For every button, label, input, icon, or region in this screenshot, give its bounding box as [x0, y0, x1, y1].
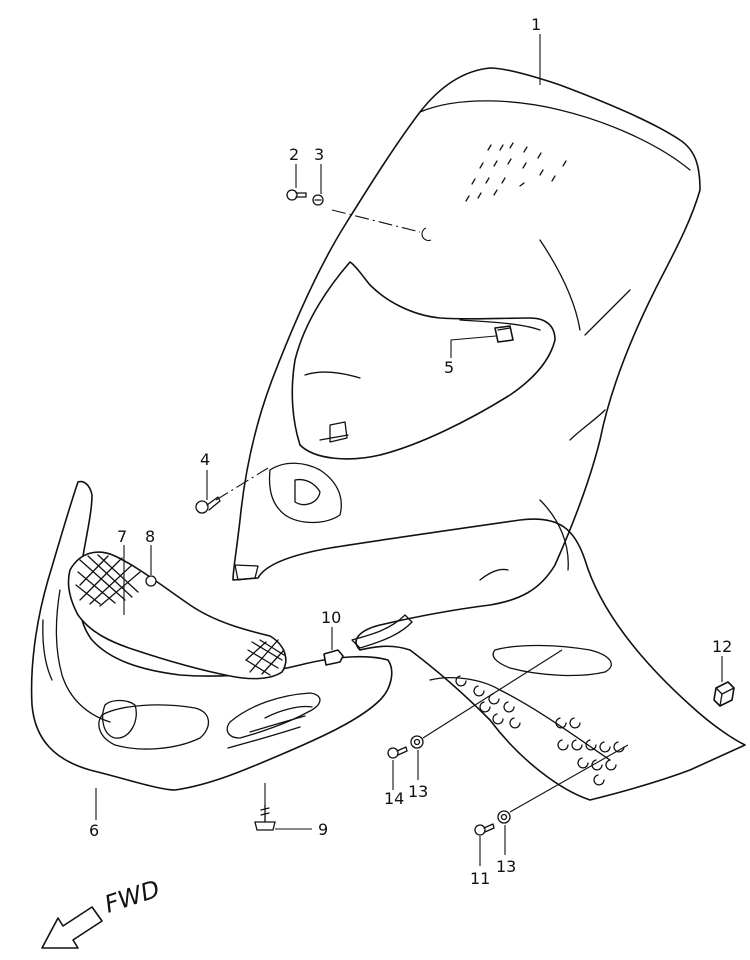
upper-vent-slots [465, 142, 567, 202]
front-cowling-part [232, 67, 746, 801]
washer-part-13-upper [410, 735, 424, 749]
clip-part-5 [494, 325, 514, 343]
callout-14: 14 [384, 789, 404, 808]
forward-arrow-icon [41, 906, 103, 949]
callout-2: 2 [289, 145, 299, 164]
callout-9: 9 [318, 820, 328, 839]
callout-7: 7 [117, 527, 127, 546]
leader-lines [95, 34, 723, 866]
forward-label: FWD [101, 875, 163, 919]
washer-part-3 [312, 194, 324, 206]
screw-part-4 [195, 496, 221, 514]
forward-direction-indicator: FWD [41, 875, 163, 949]
clip-part-10 [323, 649, 344, 666]
screw-part-2 [286, 189, 307, 201]
callout-10: 10 [321, 608, 341, 627]
callout-5: 5 [444, 358, 454, 377]
callout-8: 8 [145, 527, 155, 546]
lower-vent-slots [455, 675, 625, 786]
callout-11: 11 [470, 869, 490, 888]
callout-4: 4 [200, 450, 210, 469]
headlight-mesh [75, 554, 285, 676]
callout-12: 12 [712, 637, 732, 656]
callout-13-lower: 13 [496, 857, 516, 876]
callout-13-upper: 13 [408, 782, 428, 801]
washer-part-13-lower [497, 810, 511, 824]
callout-labels: 1 2 3 4 5 6 7 8 9 10 11 12 13 13 14 [89, 15, 732, 888]
callout-6: 6 [89, 821, 99, 840]
headlight-unit-part [67, 551, 287, 680]
screw-part-14 [387, 746, 408, 759]
screw-part-11 [474, 823, 495, 836]
screw-part-9 [254, 804, 276, 831]
clip-part-12 [713, 681, 735, 707]
lower-front-cover-part [30, 480, 393, 791]
callout-3: 3 [314, 145, 324, 164]
callout-1: 1 [531, 15, 541, 34]
nut-part-8 [145, 575, 157, 587]
